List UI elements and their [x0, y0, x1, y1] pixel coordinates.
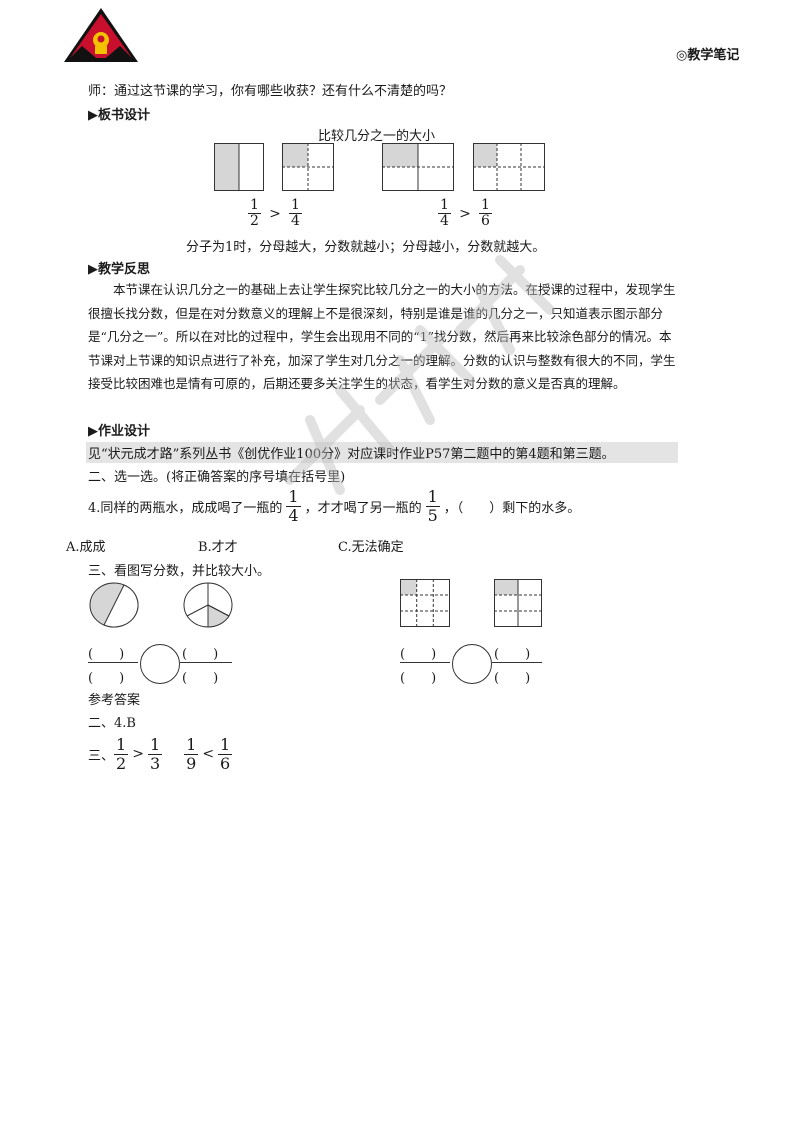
board-heading: ▶板书设计 — [88, 108, 150, 123]
reflection-paragraph: 本节课在认识几分之一的基础上去让学生探究比较几分之一的大小的方法。在授课的过程中… — [88, 282, 676, 392]
rect-sixth — [473, 143, 545, 191]
blank-1d[interactable]: ( ) — [182, 671, 219, 686]
circle-third — [183, 582, 233, 628]
fraction-bar — [400, 662, 450, 663]
blank-2c[interactable]: ( ) — [494, 647, 531, 662]
answers-title: 参考答案 — [88, 693, 141, 708]
fraction-bar — [492, 662, 542, 663]
blank-1a[interactable]: ( ) — [88, 647, 125, 662]
blank-1b[interactable]: ( ) — [88, 671, 125, 686]
shield-triangle-logo-icon — [64, 8, 138, 62]
intro-line: 师：通过这节课的学习，你有哪些收获？还有什么不清楚的吗？ — [88, 84, 453, 99]
logo — [62, 6, 140, 64]
homework-heading: ▶作业设计 — [88, 424, 150, 439]
blank-2d[interactable]: ( ) — [494, 671, 531, 686]
grid-sixth — [494, 579, 542, 627]
part2-title: 二、选一选。(将正确答案的序号填在括号里) — [88, 470, 346, 485]
reflection-heading: ▶教学反思 — [88, 262, 150, 277]
part3-title: 三、看图写分数，并比较大小。 — [88, 564, 271, 579]
rect-quarter — [282, 143, 334, 191]
fraction-bar — [88, 662, 138, 663]
board-conclusion: 分子为1时，分母越大，分数就越小；分母越小，分数就越大。 — [186, 240, 546, 255]
blank-2a[interactable]: ( ) — [400, 647, 437, 662]
option-a: A.成成 — [66, 540, 106, 555]
board-title: 比较几分之一的大小 — [318, 129, 436, 144]
option-b: B.才才 — [198, 540, 238, 555]
grid-ninth — [400, 579, 450, 627]
compare-circle[interactable] — [140, 644, 180, 684]
compare-circle[interactable] — [452, 644, 492, 684]
rect-quarter-2 — [382, 143, 454, 191]
fraction-bar — [180, 662, 232, 663]
notes-label: ◎教学笔记 — [676, 48, 740, 63]
answer-part2: 二、4.B — [88, 716, 136, 731]
rect-half — [214, 143, 264, 191]
option-c: C.无法确定 — [338, 540, 404, 555]
circle-half — [89, 582, 139, 628]
blank-2b[interactable]: ( ) — [400, 671, 437, 686]
blank-1c[interactable]: ( ) — [182, 647, 219, 662]
homework-reference: 见“状元成才路”系列丛书《创优作业100分》对应课时作业P57第二题中的第4题和… — [86, 442, 678, 463]
